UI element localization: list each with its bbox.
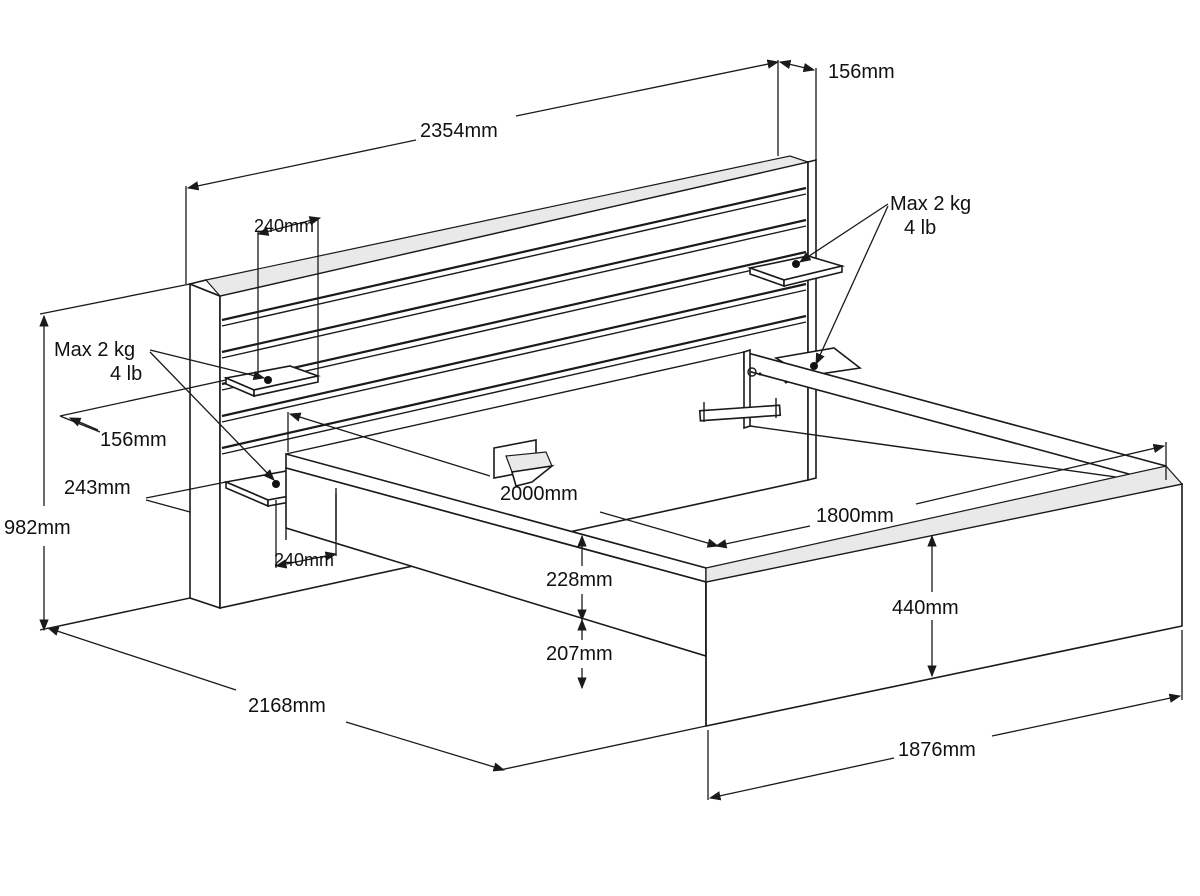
dim-label: 1876mm (898, 739, 976, 761)
dim-label: 156mm (100, 429, 167, 451)
dim-frame-height: 440mm (892, 534, 959, 678)
dim-total-length: 2168mm (46, 597, 707, 772)
bed-frame (285, 348, 1184, 727)
dim-label: 2000mm (500, 483, 578, 505)
load-weight-kg: Max 2 kg (54, 339, 135, 361)
dim-label: 2354mm (420, 120, 498, 142)
load-weight-kg: Max 2 kg (890, 193, 971, 215)
headboard-left-post (189, 282, 221, 610)
load-label-right: Max 2 kg 4 lb (799, 193, 971, 366)
shelf-upper-right (747, 255, 846, 288)
bracket-center (493, 439, 555, 487)
dim-total-height: 982mm (4, 283, 191, 632)
dim-label: 982mm (4, 517, 71, 539)
bracket-right (698, 398, 782, 422)
dim-total-width: 1876mm (707, 630, 1183, 801)
dim-mattress-width: 1800mm (714, 442, 1167, 549)
shelf-upper-left (223, 365, 321, 398)
dim-label: 243mm (64, 477, 131, 499)
headboard-slats (221, 186, 807, 455)
dim-shelf-width-top: 240mm (254, 216, 322, 378)
dim-label: 2168mm (248, 695, 326, 717)
dim-shelf-depth: 156mm (59, 379, 227, 451)
shelf-load-point (272, 480, 280, 488)
footboard-top (705, 465, 1184, 583)
dim-label: 156mm (828, 61, 895, 83)
dim-label: 440mm (892, 597, 959, 619)
dim-label: 240mm (274, 550, 334, 570)
load-weight-lb: 4 lb (110, 363, 142, 385)
hardware-holes (747, 367, 788, 384)
dim-headboard-depth: 156mm (778, 59, 895, 160)
headboard-right-edge (807, 158, 817, 482)
dim-label: 240mm (254, 216, 314, 236)
dim-label: 1800mm (816, 505, 894, 527)
dim-side-rail-height: 228mm (546, 534, 613, 622)
dim-headboard-width: 2354mm (185, 59, 780, 284)
dim-label: 207mm (546, 643, 613, 665)
dim-under-clearance: 207mm (546, 618, 613, 690)
shelf-load-point (264, 376, 272, 384)
load-label-left: Max 2 kg 4 lb (54, 339, 275, 481)
shelf-load-point (792, 260, 800, 268)
dim-mattress-length: 2000mm (287, 412, 720, 548)
dim-shelf-spacing: 243mm (64, 477, 227, 513)
dim-shelf-width-bottom: 240mm (274, 494, 338, 570)
dim-label: 228mm (546, 569, 613, 591)
load-weight-lb: 4 lb (904, 217, 936, 239)
